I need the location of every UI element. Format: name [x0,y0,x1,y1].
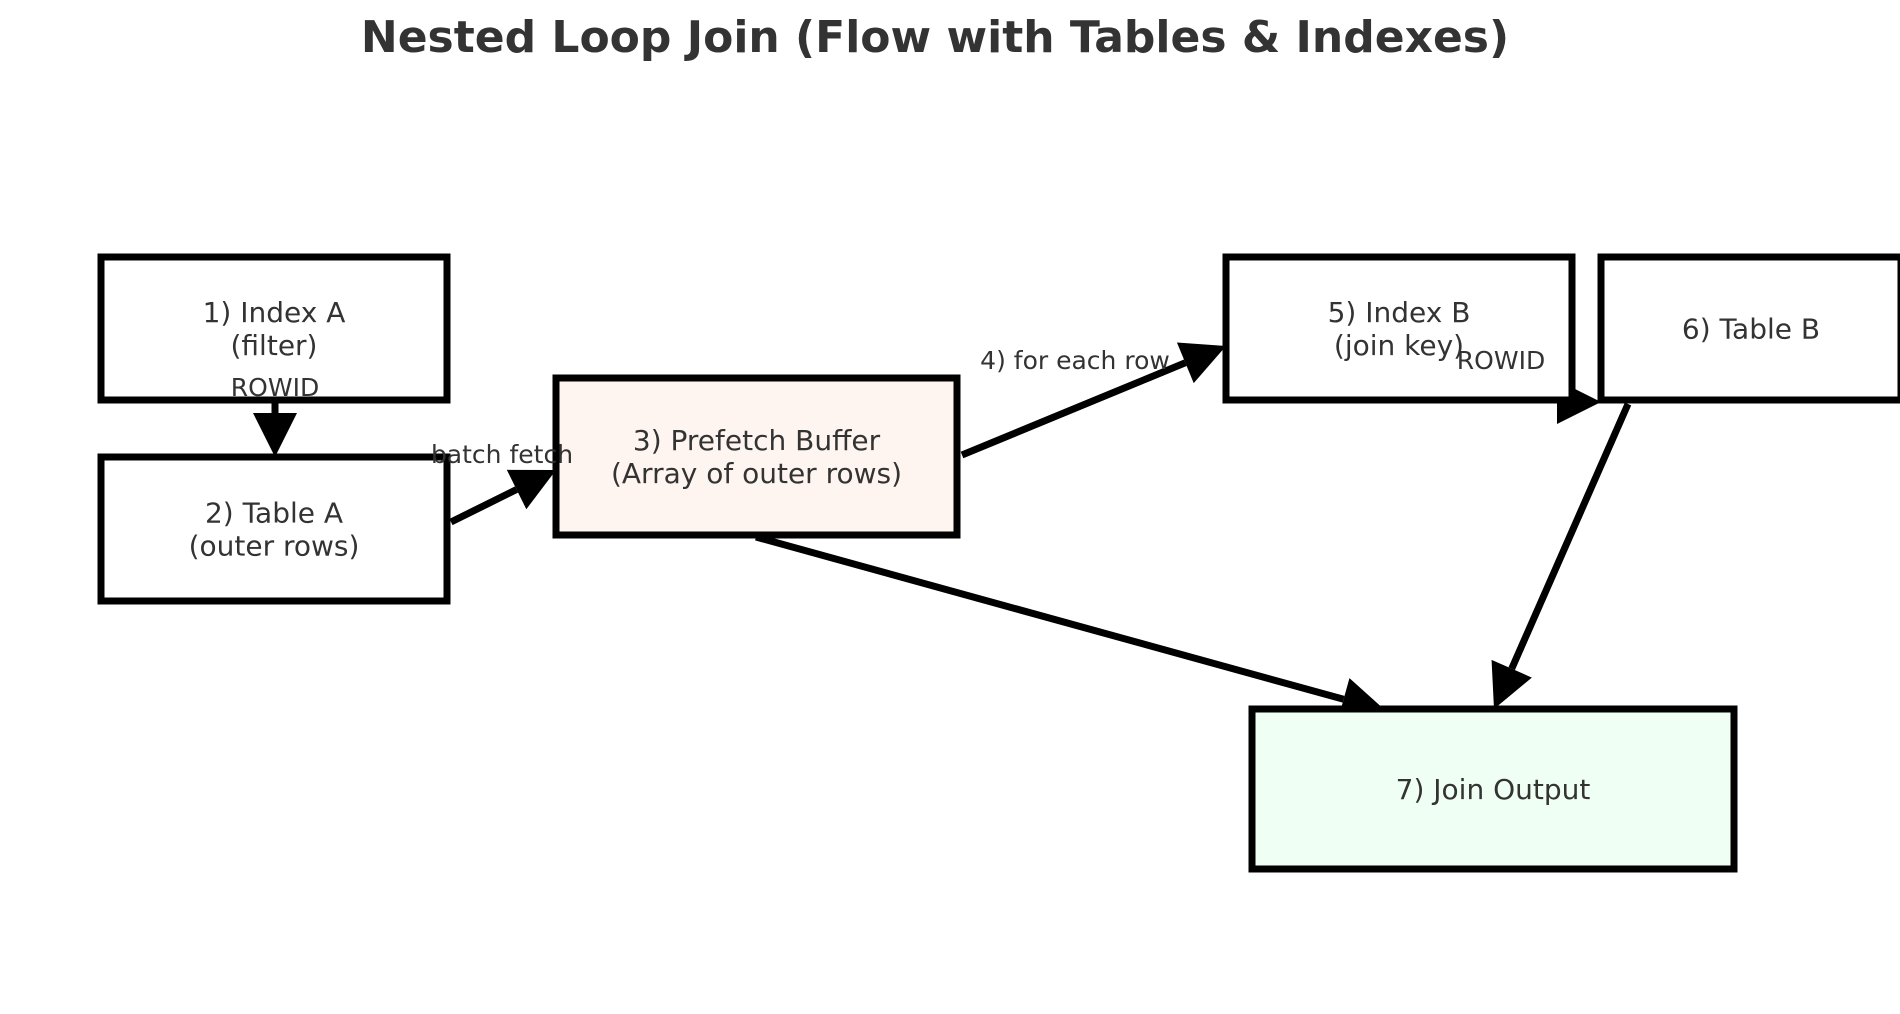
edge-label-table-a-to-buffer: batch fetch [431,440,573,469]
node-join-output: 7) Join Output [1248,705,1738,873]
node-label-index-b-line-2: (join key) [1334,329,1464,362]
node-table-b: 6) Table B [1597,253,1900,404]
edge-label-index-b-to-table-b: ROWID [1457,346,1545,375]
node-box-table-a [97,453,451,605]
arrowhead-buffer-to-index-b [1176,342,1226,384]
node-label-prefetch-buffer-line-2: (Array of outer rows) [611,457,902,490]
node-label-table-a-line-2: (outer rows) [189,530,360,563]
arrowhead-table-b-to-output [1491,659,1532,709]
edge-table-a-to-buffer [449,486,519,526]
node-label-index-b-line-1: 5) Index B [1328,296,1471,329]
node-box-join-output [1248,705,1738,873]
node-label-table-a-line-1: 2) Table A [205,497,343,530]
node-box-index-a [97,253,451,404]
edge-label-index-a-to-table-a: ROWID [231,373,319,402]
node-index-a: 1) Index A(filter) [97,253,451,404]
edge-buffer-to-output [755,533,1345,703]
node-label-join-output-line-1: 7) Join Output [1396,773,1591,806]
node-box-table-b [1597,253,1900,404]
edge-label-buffer-to-index-b: 4) for each row [980,346,1170,375]
node-box-prefetch-buffer [552,374,961,539]
edge-table-b-to-output [1508,402,1632,671]
node-label-index-a-line-1: 1) Index A [203,296,346,329]
node-label-table-b-line-1: 6) Table B [1682,313,1820,346]
diagram-title: Nested Loop Join (Flow with Tables & Ind… [361,12,1509,63]
arrowhead-index-a-to-table-a [253,413,297,457]
node-label-index-a-line-2: (filter) [231,329,318,362]
node-index-b: 5) Index B(join key) [1222,253,1576,404]
node-table-a: 2) Table A(outer rows) [97,453,451,605]
edge-buffer-to-index-b [960,359,1187,459]
node-box-index-b [1222,253,1576,404]
arrowhead-table-a-to-buffer [506,469,556,510]
node-label-prefetch-buffer-line-1: 3) Prefetch Buffer [633,424,881,457]
node-prefetch-buffer: 3) Prefetch Buffer(Array of outer rows) [552,374,961,539]
nodes-layer: 1) Index A(filter) 2) Table A(outer rows)… [97,253,1900,873]
